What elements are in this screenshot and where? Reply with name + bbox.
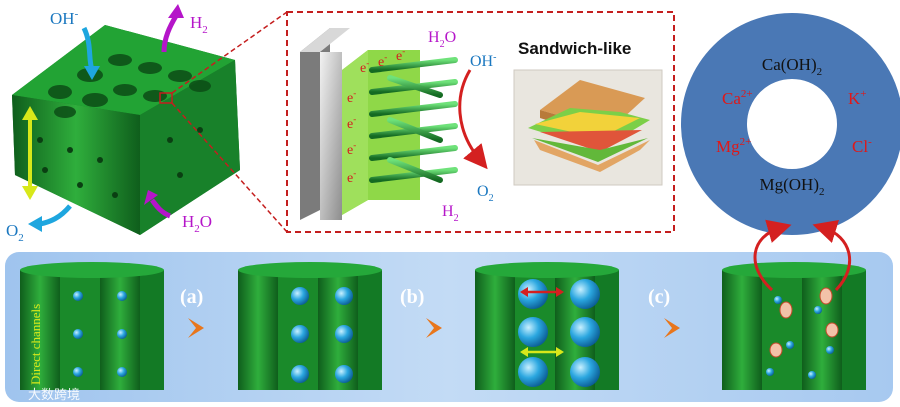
water-arrow bbox=[150, 198, 172, 219]
svg-text:e-: e- bbox=[360, 58, 369, 76]
reaction-arrow bbox=[458, 69, 488, 170]
ring-mg-label: Mg2+ bbox=[716, 136, 751, 156]
watermark: 大数跨境 bbox=[28, 387, 80, 402]
hydroxide-label: OH- bbox=[50, 8, 79, 28]
svg-text:e-: e- bbox=[347, 140, 356, 158]
step-c-chevron bbox=[664, 318, 680, 338]
ring-bottom-label: Mg(OH)2 bbox=[760, 175, 825, 198]
inset-hydrogen-label: H2 bbox=[442, 203, 459, 224]
svg-text:e-: e- bbox=[396, 46, 405, 64]
svg-text:e-: e- bbox=[378, 52, 387, 70]
step-a-chevron bbox=[188, 318, 204, 338]
zoom-line-bottom bbox=[171, 102, 288, 233]
inset-hydroxide-label: OH- bbox=[470, 52, 496, 70]
direct-channels-label: Direct channels bbox=[28, 304, 43, 385]
process-band bbox=[5, 252, 893, 402]
hydrogen-label: H2 bbox=[190, 13, 208, 36]
step-a-label: (a) bbox=[180, 286, 203, 308]
ring-arrow-left bbox=[753, 219, 792, 292]
hydrogen-arrow bbox=[161, 14, 179, 53]
inset-water-label: H2O bbox=[428, 29, 456, 50]
ring-arrow-right bbox=[812, 220, 852, 292]
oxygen-arrow bbox=[39, 204, 72, 227]
inset-oxygen-label: O2 bbox=[477, 183, 494, 204]
channel-panel-1 bbox=[20, 262, 164, 390]
channel-panel-4 bbox=[722, 262, 866, 390]
svg-text:e-: e- bbox=[347, 168, 356, 186]
zoom-box bbox=[159, 92, 173, 104]
water-label: H2O bbox=[182, 212, 212, 235]
channel-panel-2 bbox=[238, 262, 382, 390]
step-b-label: (b) bbox=[400, 286, 424, 308]
svg-text:e-: e- bbox=[347, 88, 356, 106]
step-b-chevron bbox=[426, 318, 442, 338]
porous-block bbox=[12, 25, 240, 235]
sandwich-title: Sandwich-like bbox=[518, 39, 631, 58]
ring-ca-label: Ca2+ bbox=[722, 88, 753, 108]
ion-ring bbox=[681, 13, 900, 235]
ring-cl-label: Cl- bbox=[852, 136, 872, 156]
electron-labels: e- e- e- e- e- e- e- bbox=[347, 46, 405, 186]
ring-k-label: K+ bbox=[848, 88, 867, 108]
channel-panel-3 bbox=[475, 262, 619, 390]
electrode-sandwich bbox=[300, 28, 458, 220]
step-c-label: (c) bbox=[648, 286, 670, 308]
svg-text:e-: e- bbox=[347, 114, 356, 132]
oxygen-label: O2 bbox=[6, 221, 24, 244]
sandwich-illustration bbox=[513, 69, 663, 186]
ring-top-label: Ca(OH)2 bbox=[762, 55, 822, 78]
